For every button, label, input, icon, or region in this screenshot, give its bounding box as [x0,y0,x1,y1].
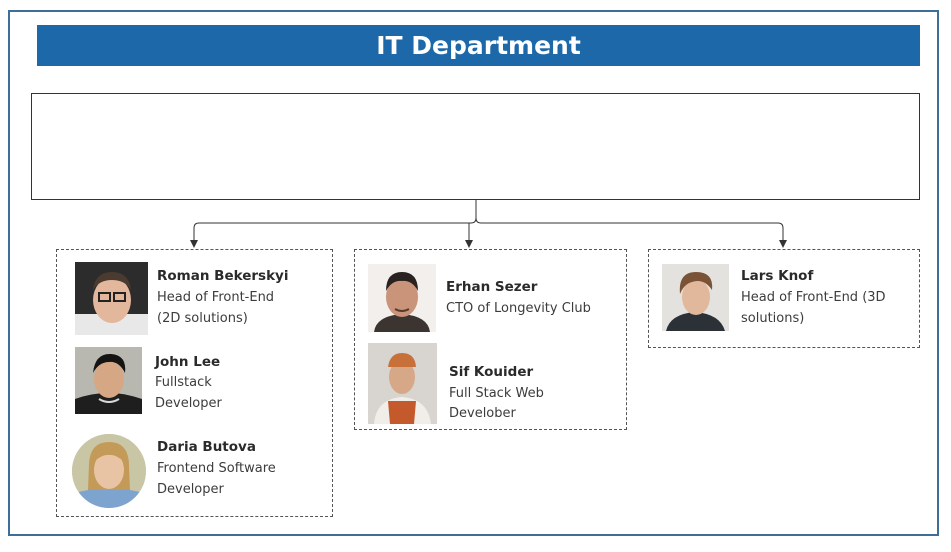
member-title-line: Developer [155,396,222,411]
portrait-photo [75,262,148,335]
member-title-line: Develober [449,406,516,421]
arrowhead-left [190,240,198,248]
member-name: Roman Bekerskyi [157,268,289,284]
member-name: Lars Knof [741,268,814,284]
member-name: John Lee [155,354,221,370]
member-title-line: Fullstack [155,375,212,390]
member-name: Sif Kouider [449,364,534,380]
connector-trunk [470,200,477,224]
arrowhead-middle [465,240,473,248]
member-title-line: CTO of Longevity Club [446,301,591,316]
department-head-box [31,93,920,200]
page-title: IT Department [37,25,920,66]
portrait-photo [662,264,729,331]
portrait-photo [75,347,142,414]
member-title-line: Head of Front-End [157,290,275,305]
arrowhead-right [779,240,787,248]
member-name: Erhan Sezer [446,279,538,295]
member-title-line: Developer [157,482,224,497]
member-title-line: (2D solutions) [157,311,248,326]
member-title-line: solutions) [741,311,805,326]
member-title-line: Head of Front-End (3D [741,290,886,305]
member-title-line: Frontend Software [157,461,276,476]
member-title-line: Full Stack Web [449,386,544,401]
connector-horizontal-right [475,217,784,229]
portrait-photo [368,264,436,332]
member-name: Daria Butova [157,439,256,455]
portrait-photo [72,434,146,508]
portrait-photo [368,343,437,424]
connector-horizontal [193,222,471,229]
diagram-frame [8,10,939,536]
